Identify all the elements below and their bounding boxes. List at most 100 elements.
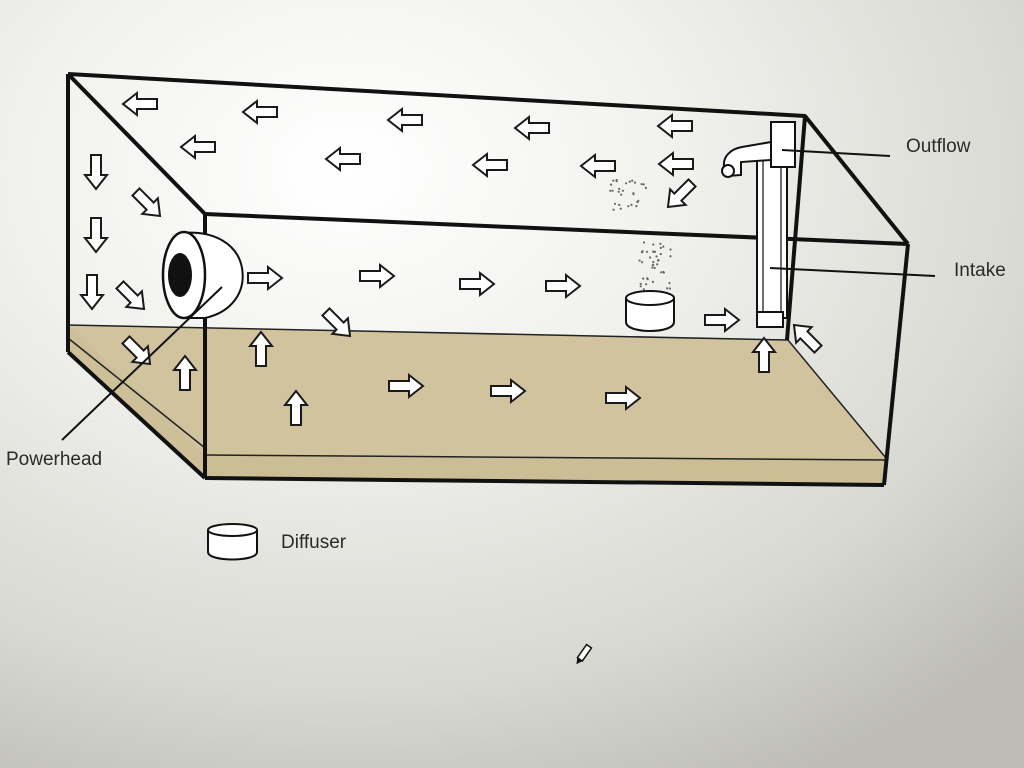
air-bubble — [648, 256, 652, 259]
flow-arrow-icon — [657, 150, 694, 178]
flow-arrow-icon — [121, 90, 158, 118]
air-bubble — [617, 190, 620, 193]
diffuser-legend-label: Diffuser — [281, 532, 347, 553]
flow-arrow-icon — [247, 264, 284, 292]
air-bubble — [620, 193, 623, 196]
air-bubble — [611, 189, 614, 192]
outflow-pipe — [770, 121, 796, 168]
diffuser-icon — [207, 523, 258, 561]
air-bubble — [631, 179, 634, 182]
air-bubble — [662, 245, 665, 248]
flow-arrow-icon — [545, 272, 582, 300]
pencil-cursor-icon — [576, 643, 593, 665]
flow-arrow-icon — [359, 262, 396, 290]
air-bubble — [639, 285, 642, 288]
screen-glare — [255, 100, 435, 240]
air-bubble — [651, 280, 655, 283]
air-bubble — [660, 271, 663, 274]
air-bubble — [668, 287, 672, 290]
air-bubble — [644, 186, 648, 189]
flow-arrow-icon — [750, 336, 778, 373]
air-bubble — [646, 277, 649, 280]
air-bubble — [609, 189, 612, 192]
flow-arrow-icon — [459, 270, 496, 298]
flow-arrow-icon — [131, 187, 162, 218]
flow-arrow-icon — [605, 384, 642, 412]
air-bubble — [615, 178, 618, 182]
flow-arrow-icon — [247, 330, 275, 367]
flow-arrow-icon — [666, 178, 697, 209]
flow-arrow-icon — [386, 106, 423, 134]
flow-arrow-icon — [241, 98, 278, 126]
air-bubble — [659, 246, 662, 249]
intake-tube — [756, 147, 788, 319]
air-bubble — [651, 266, 654, 269]
air-bubble — [642, 277, 645, 280]
air-bubble — [642, 241, 646, 244]
flow-arrow-icon — [656, 112, 693, 140]
air-bubble — [609, 183, 613, 186]
flow-arrow-icon — [704, 306, 741, 334]
flow-arrow-icon — [324, 145, 361, 173]
air-bubble — [659, 242, 662, 245]
air-bubble — [618, 203, 621, 206]
powerhead-leader-line — [61, 286, 223, 441]
diffuser-in-tank — [625, 290, 675, 332]
substrate-top — [68, 325, 886, 458]
flow-arrow-icon — [471, 151, 508, 179]
air-bubble — [613, 202, 617, 205]
flow-arrow-icon — [282, 389, 310, 426]
air-bubble — [640, 183, 643, 186]
flow-arrow-icon — [321, 307, 352, 338]
outflow-leader-line — [781, 149, 891, 157]
flow-arrow-icon — [82, 217, 110, 254]
air-bubble — [621, 189, 625, 192]
flow-arrow-icon — [579, 152, 616, 180]
outflow-elbow — [722, 140, 772, 178]
substrate-side — [68, 325, 205, 478]
air-bubble — [657, 259, 660, 262]
air-bubble — [645, 250, 649, 253]
air-bubble — [638, 259, 641, 262]
air-bubble — [652, 260, 655, 264]
flow-arrow-icon — [115, 280, 146, 311]
air-bubble — [630, 203, 633, 206]
air-bubbles — [609, 178, 672, 291]
intake-strainer — [756, 311, 784, 328]
air-bubble — [662, 270, 665, 274]
air-bubble — [612, 179, 615, 182]
air-bubble — [655, 255, 658, 258]
flow-arrow-icon — [490, 377, 527, 405]
powerhead — [161, 230, 244, 320]
air-bubble — [652, 243, 655, 246]
air-bubble — [612, 208, 615, 211]
flow-arrow-icon — [513, 114, 550, 142]
powerhead-label: Powerhead — [6, 449, 102, 470]
powerhead-nozzle — [168, 253, 192, 297]
air-bubble — [642, 288, 645, 291]
outflow-label: Outflow — [906, 136, 971, 157]
air-bubble — [639, 282, 642, 285]
air-bubble — [641, 261, 644, 264]
air-bubble — [633, 181, 637, 184]
air-bubble — [637, 199, 640, 202]
air-bubble — [656, 263, 659, 266]
air-bubble — [618, 187, 621, 190]
air-bubble — [628, 180, 631, 183]
air-bubble — [642, 183, 645, 186]
air-bubble — [627, 205, 630, 208]
flow-arrow-icon — [82, 154, 110, 191]
flow-arrow-icon — [78, 274, 106, 311]
flow-arrow-icon — [388, 372, 425, 400]
intake-label: Intake — [954, 260, 1006, 281]
air-bubble — [668, 281, 671, 285]
air-bubble — [641, 250, 644, 253]
filter-plumbing — [721, 121, 796, 328]
air-bubble — [645, 283, 648, 286]
air-bubble — [625, 182, 628, 185]
flow-arrows — [78, 90, 823, 426]
legend: Diffuser — [207, 523, 347, 561]
substrate-line-front — [204, 454, 887, 461]
air-bubble — [653, 266, 656, 270]
